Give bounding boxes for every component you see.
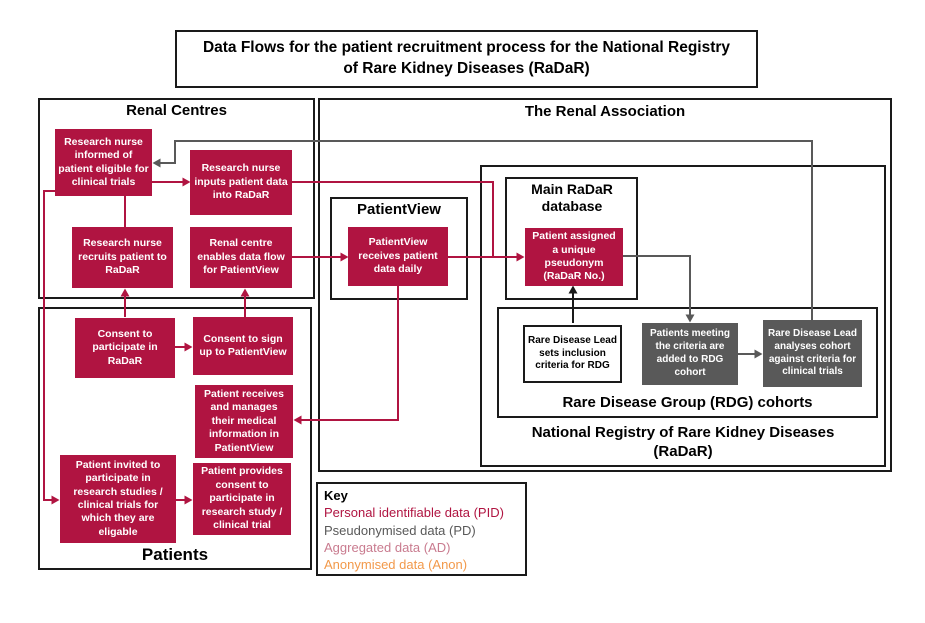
node-consent-participate: Consent to participate in RaDaR (75, 318, 175, 378)
node-patient-invited: Patient invited to participate in resear… (60, 455, 176, 543)
node-research-nurse-recruits: Research nurse recruits patient to RaDaR (72, 227, 173, 288)
node-rd-lead-sets: Rare Disease Lead sets inclusion criteri… (523, 325, 622, 383)
label-national-registry: National Registry of Rare Kidney Disease… (531, 424, 835, 460)
node-research-nurse-informed: Research nurse informed of patient eligi… (55, 129, 152, 196)
node-pv-receives: PatientView receives patient data daily (348, 227, 448, 286)
key-title: Key (324, 488, 348, 503)
node-consent-signup: Consent to sign up to PatientView (193, 317, 293, 375)
label-renal-association: The Renal Association (524, 103, 686, 120)
key-entry-pid: Personal identifiable data (PID) (324, 505, 504, 521)
key-box: Key Personal identifiable data (PID) Pse… (316, 482, 527, 576)
label-renal-centres: Renal Centres (126, 102, 227, 119)
label-patients: Patients (141, 545, 209, 564)
key-entry-ad: Aggregated data (AD) (324, 539, 451, 555)
key-entry-pd: Pseudonymised data (PD) (324, 522, 476, 538)
key-entry-anon: Anonymised data (Anon) (324, 557, 468, 573)
node-research-nurse-inputs: Research nurse inputs patient data into … (190, 150, 292, 215)
label-rdg-cohorts: Rare Disease Group (RDG) cohorts (562, 394, 813, 411)
node-patient-provides: Patient provides consent to participate … (193, 463, 291, 535)
label-main-radar-database: Main RaDaR database (531, 181, 613, 214)
node-patient-assigned: Patient assigned a unique pseudonym (RaD… (525, 228, 623, 286)
diagram-title: Data Flows for the patient recruitment p… (175, 30, 758, 88)
node-rd-lead-analyses: Rare Disease Lead analyses cohort agains… (763, 320, 862, 387)
label-patientview: PatientView (357, 201, 441, 218)
node-patients-meeting: Patients meeting the criteria are added … (642, 323, 738, 385)
node-patient-receives: Patient receives and manages their medic… (195, 385, 293, 458)
node-renal-centre-enables: Renal centre enables data flow for Patie… (190, 227, 292, 288)
